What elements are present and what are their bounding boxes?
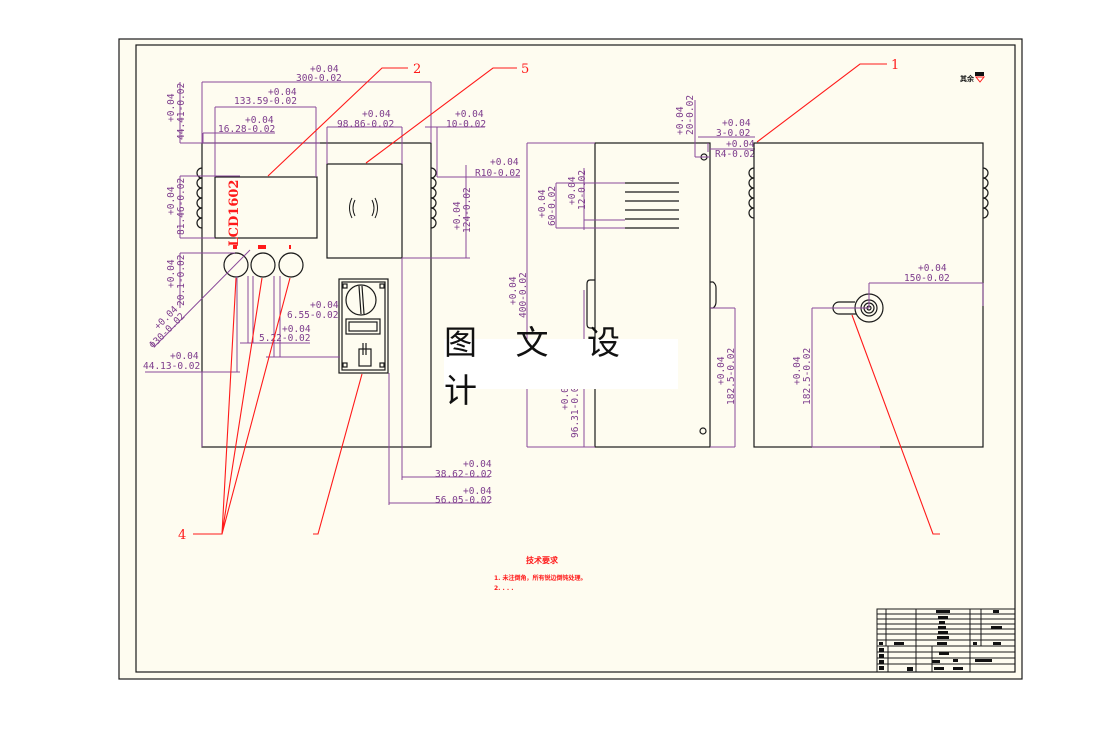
- button-2: [250, 252, 276, 278]
- svg-text:400-0.02: 400-0.02: [518, 272, 529, 318]
- back-view: +0.04 150-0.02 +0.04 182.5-0.02: [748, 142, 989, 448]
- card-reader: [326, 163, 403, 259]
- svg-text:+0.04: +0.04: [170, 351, 199, 362]
- indicator-3: [289, 245, 291, 249]
- callout-4: 4: [178, 528, 186, 543]
- svg-text:+0.04: +0.04: [918, 263, 947, 274]
- svg-text:56.05-0.02: 56.05-0.02: [435, 495, 492, 506]
- svg-text:+0.04: +0.04: [166, 93, 177, 122]
- svg-text:+0.04: +0.04: [245, 115, 274, 126]
- lcd-panel: [214, 176, 318, 239]
- svg-text:38.62-0.02: 38.62-0.02: [435, 469, 492, 480]
- svg-text:+0.04: +0.04: [166, 186, 177, 215]
- svg-text:98.86-0.02: 98.86-0.02: [337, 119, 394, 130]
- svg-text:+0.04: +0.04: [508, 276, 519, 305]
- front-dimension-lines: [145, 81, 520, 505]
- indicator-1: [233, 245, 237, 249]
- lcd-label: LCD1602: [227, 180, 242, 247]
- callout-leaders: 2 5 1 4: [178, 58, 940, 543]
- svg-text:+0.04: +0.04: [716, 356, 727, 385]
- side-body: [594, 142, 711, 448]
- back-left-scallops: [748, 167, 755, 219]
- svg-text:R10-0.02: R10-0.02: [475, 168, 521, 179]
- watermark-text: 图 文 设 计: [444, 323, 634, 410]
- roughness-symbol: 其余: [960, 72, 986, 83]
- svg-text:技术要求: 技术要求: [526, 555, 559, 565]
- callout-2: 2: [413, 62, 421, 77]
- svg-text:1. 未注倒角，所有锐边倒钝处理。: 1. 未注倒角，所有锐边倒钝处理。: [494, 574, 587, 582]
- svg-text:+0.0: +0.0: [560, 387, 571, 410]
- svg-text:16.28-0.02: 16.28-0.02: [218, 124, 275, 135]
- side-handle: [586, 279, 595, 329]
- drawing-inner-frame: [135, 44, 1016, 673]
- svg-text:150-0.02: 150-0.02: [904, 273, 950, 284]
- svg-text:+0.04: +0.04: [726, 139, 755, 150]
- side-latch: [710, 281, 717, 309]
- svg-text:+0.04: +0.04: [166, 259, 177, 288]
- svg-text:+0.04: +0.04: [452, 201, 463, 230]
- svg-text:10-0.02: 10-0.02: [446, 119, 486, 130]
- svg-text:+0.04: +0.04: [722, 118, 751, 129]
- svg-text:+0.04: +0.04: [490, 157, 519, 168]
- hinge-hole-bottom: [699, 427, 707, 435]
- svg-text:124-0.02: 124-0.02: [462, 187, 473, 233]
- svg-text:81.46-0.02: 81.46-0.02: [176, 178, 187, 235]
- button-1: [223, 252, 249, 278]
- svg-text:182.5-0.02: 182.5-0.02: [802, 348, 813, 405]
- svg-text:182.5-0.02: 182.5-0.02: [726, 348, 737, 405]
- right-vent-scallops: [430, 167, 437, 229]
- technical-notes: 技术要求 1. 未注倒角，所有锐边倒钝处理。 2. . . .: [494, 555, 587, 592]
- svg-text:5.22-0.02: 5.22-0.02: [259, 333, 310, 344]
- svg-text:+0.04: +0.04: [310, 64, 339, 75]
- svg-text:44.13-0.02: 44.13-0.02: [143, 361, 200, 372]
- svg-text:+0.04: +0.04: [537, 189, 548, 218]
- svg-text:20-0.02: 20-0.02: [685, 95, 696, 135]
- svg-text:R4-0.02: R4-0.02: [715, 149, 755, 160]
- svg-text:+0.04: +0.04: [455, 109, 484, 120]
- svg-text:300-0.02: 300-0.02: [296, 73, 342, 84]
- svg-text:3-0.02: 3-0.02: [716, 128, 750, 139]
- svg-text:133.59-0.02: 133.59-0.02: [234, 96, 297, 107]
- button-3: [278, 252, 304, 278]
- svg-text:44.41-0.02: 44.41-0.02: [176, 83, 187, 140]
- title-block: [876, 608, 1016, 673]
- back-dimension-lines: [811, 282, 984, 448]
- svg-text:20.1-0.02: 20.1-0.02: [176, 255, 187, 306]
- callout-5: 5: [521, 62, 529, 77]
- nfc-icon: [349, 197, 378, 219]
- svg-text:其余: 其余: [960, 74, 975, 83]
- side-dimension-lines: [526, 100, 755, 448]
- indicator-2: [258, 245, 266, 249]
- back-right-scallops: [982, 167, 989, 219]
- back-dimension-texts: +0.04 150-0.02 +0.04 182.5-0.02: [792, 263, 950, 405]
- svg-text:96.31-0.0: 96.31-0.0: [570, 386, 581, 438]
- side-view: +0.04 20-0.02 +0.04 3-0.02 +0.04 R4-0.02…: [508, 95, 755, 448]
- svg-text:+0.04: +0.04: [362, 109, 391, 120]
- svg-text:+0.04: +0.04: [310, 300, 339, 311]
- svg-text:12-0.02: 12-0.02: [577, 170, 588, 210]
- vent-slots: [625, 182, 679, 229]
- svg-text:+0.04: +0.04: [282, 324, 311, 335]
- coin-acceptor: [338, 278, 389, 374]
- svg-text:+0.04: +0.04: [567, 176, 578, 205]
- svg-text:60-0.02: 60-0.02: [547, 186, 558, 226]
- side-dimension-texts: +0.04 20-0.02 +0.04 3-0.02 +0.04 R4-0.02…: [508, 95, 755, 438]
- svg-text:+0.04: +0.04: [792, 356, 803, 385]
- callout-1: 1: [891, 58, 899, 73]
- svg-text:+0.04: +0.04: [463, 459, 492, 470]
- svg-text:6.55-0.02: 6.55-0.02: [287, 310, 338, 321]
- watermark: 图 文 设 计: [444, 323, 678, 410]
- svg-text:+0.04: +0.04: [463, 486, 492, 497]
- svg-text:2. . . .: 2. . . .: [494, 585, 514, 592]
- svg-text:+0.04: +0.04: [675, 106, 686, 135]
- svg-text:+0.04: +0.04: [268, 87, 297, 98]
